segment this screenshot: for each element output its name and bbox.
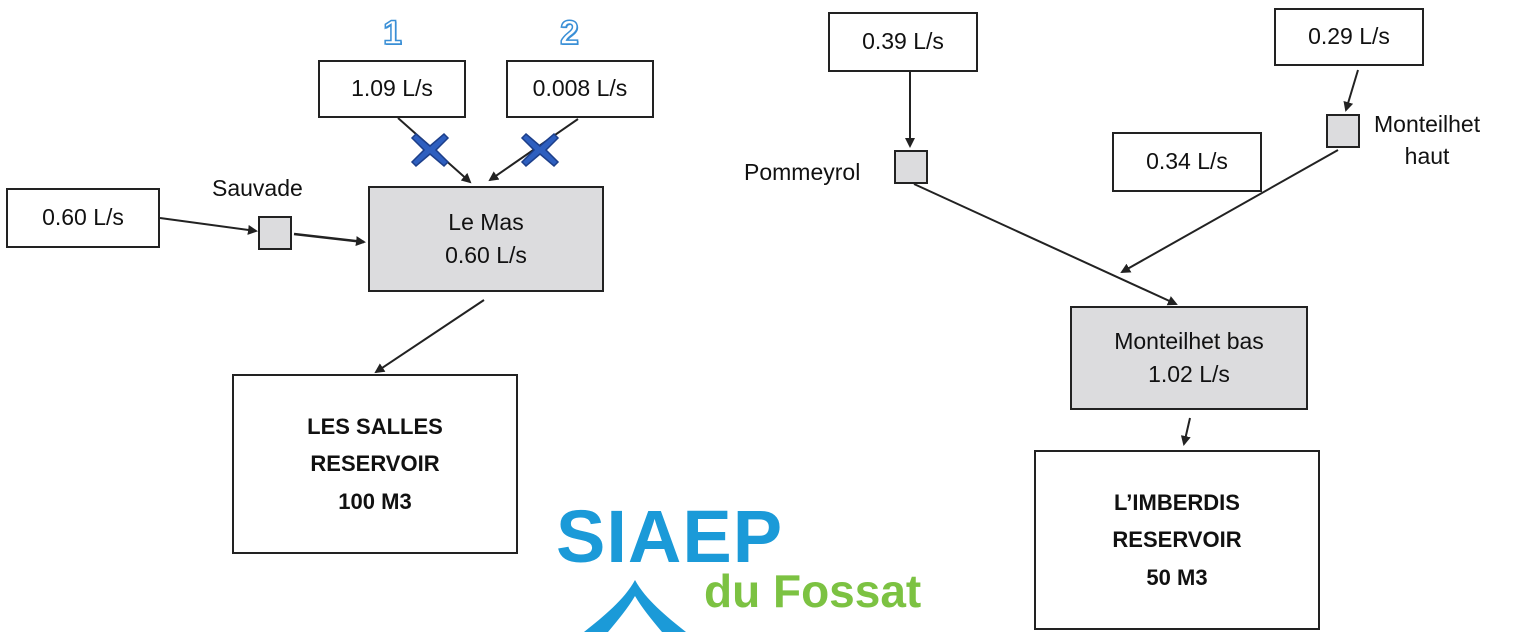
source-number-1: 1 — [382, 14, 402, 52]
imberdis-line2: RESERVOIR — [1112, 527, 1242, 553]
les-salles-reservoir-box: LES SALLES RESERVOIR 100 M3 — [232, 374, 518, 554]
imberdis-line3: 50 M3 — [1146, 564, 1208, 590]
arrow-sauvade-to-le-mas — [293, 232, 366, 247]
source-2-flow-box: 0.008 L/s — [506, 60, 654, 118]
monteilhet-haut-label-line2: haut — [1404, 143, 1450, 170]
logo-fork-icon — [584, 562, 686, 632]
le-mas-box: Le Mas 0.60 L/s — [368, 186, 604, 292]
closed-cross-icon-2 — [520, 132, 560, 168]
le-mas-flow: 0.60 L/s — [445, 242, 527, 268]
imberdis-reservoir-box: L’IMBERDIS RESERVOIR 50 M3 — [1034, 450, 1320, 630]
arrow-sauvade-source-to-node — [159, 217, 258, 235]
arrow-haut-source-to-node — [1343, 69, 1359, 112]
monteilhet-bas-name: Monteilhet bas — [1114, 327, 1264, 354]
le-mas-name: Le Mas — [448, 208, 524, 235]
pommeyrol-source-flow: 0.39 L/s — [862, 28, 944, 55]
les-salles-line3: 100 M3 — [338, 488, 412, 514]
logo-siaep-text: SIAEP — [556, 495, 784, 578]
pommeyrol-label: Pommeyrol — [744, 159, 861, 185]
middle-source-flow: 0.34 L/s — [1146, 148, 1228, 175]
closed-cross-icon-1 — [410, 132, 450, 168]
monteilhet-haut-label-line1: Monteilhet — [1374, 111, 1481, 137]
arrow-pommeyrol-to-monteilhet-bas — [913, 183, 1178, 306]
logo-fossat-text: du Fossat — [704, 565, 922, 617]
les-salles-line2: RESERVOIR — [310, 451, 440, 477]
monteilhet-bas-flow: 1.02 L/s — [1148, 361, 1230, 387]
source-1-flow: 1.09 L/s — [351, 75, 433, 102]
monteilhet-bas-box: Monteilhet bas 1.02 L/s — [1070, 306, 1308, 410]
source-1-flow-box: 1.09 L/s — [318, 60, 466, 118]
sauvade-source-flow: 0.60 L/s — [42, 204, 124, 231]
monteilhet-haut-source-flow-box: 0.29 L/s — [1274, 8, 1424, 66]
middle-source-flow-box: 0.34 L/s — [1112, 132, 1262, 192]
les-salles-line1: LES SALLES — [307, 413, 443, 439]
arrow-haut-to-monteilhet-bas — [1120, 149, 1339, 273]
arrow-monteilhet-bas-to-imberdis — [1180, 417, 1191, 446]
source-number-2: 2 — [559, 14, 579, 52]
monteilhet-haut-source-flow: 0.29 L/s — [1308, 23, 1390, 50]
sauvade-label: Sauvade — [212, 175, 303, 201]
pommeyrol-node — [894, 150, 928, 184]
arrow-le-mas-to-les-salles — [374, 299, 485, 374]
source-2-flow: 0.008 L/s — [532, 75, 628, 102]
sauvade-node — [258, 216, 292, 250]
imberdis-line1: L’IMBERDIS — [1114, 489, 1240, 515]
sauvade-source-flow-box: 0.60 L/s — [6, 188, 160, 248]
pommeyrol-source-flow-box: 0.39 L/s — [828, 12, 978, 72]
monteilhet-haut-node — [1326, 114, 1360, 148]
monteilhet-haut-label: Monteilhet haut — [1374, 108, 1480, 172]
